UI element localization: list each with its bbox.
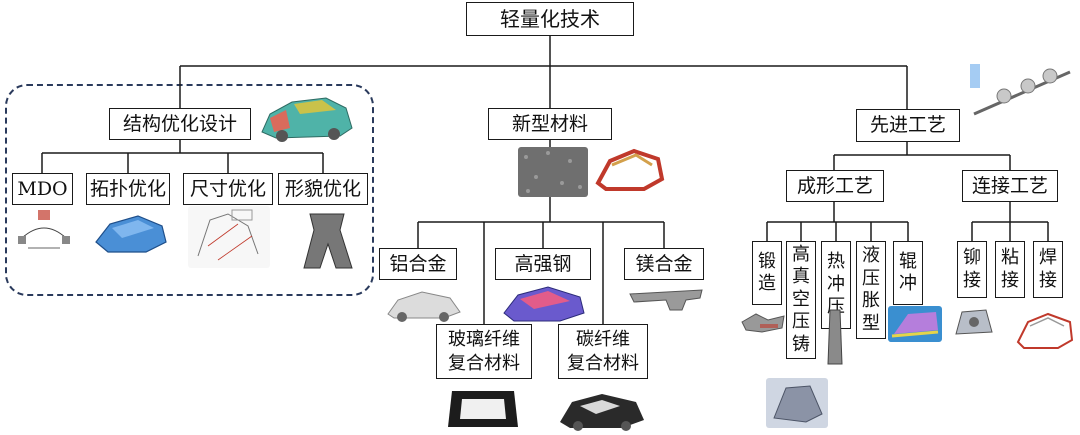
welding-car-image <box>1016 312 1074 349</box>
welding-node: 焊 接 <box>1033 241 1063 298</box>
hss-node: 高强钢 <box>495 248 591 280</box>
cfrp-node: 碳纤维 复合材料 <box>558 324 648 379</box>
bonding-node: 粘 接 <box>995 241 1025 298</box>
forging-node: 锻 造 <box>752 241 782 305</box>
joining-node: 连接工艺 <box>962 170 1058 202</box>
size-node: 尺寸优化 <box>183 173 273 205</box>
topology-car-image <box>95 215 167 253</box>
hss-body-image <box>503 286 585 322</box>
hpvd-node: 高 真 空 压 铸 <box>786 241 816 359</box>
cfrp-body-image <box>560 394 644 431</box>
topology-node: 拓扑优化 <box>86 173 170 205</box>
structure-group-outline <box>5 84 374 296</box>
gfrp-node: 玻璃纤维 复合材料 <box>436 324 532 379</box>
roller-process-image <box>970 64 1071 116</box>
gfrp-part-image <box>448 391 518 427</box>
hydroforming-node: 液 压 胀 型 <box>856 241 886 339</box>
hot-stamping-part-image <box>827 309 843 365</box>
root-node: 轻量化技术 <box>466 2 634 36</box>
mdo-node: MDO <box>12 173 73 205</box>
structure-node: 结构优化设计 <box>109 108 251 140</box>
hydroforming-part-image <box>888 306 942 342</box>
size-drawing-image <box>188 206 270 268</box>
magnesium-part-image <box>629 289 703 311</box>
material-texture-image <box>518 147 588 197</box>
car-body-fea-image <box>261 97 353 142</box>
red-frame-image <box>595 148 665 191</box>
riveting-node: 铆 接 <box>957 241 987 298</box>
hpvd-casting-image <box>766 378 828 428</box>
riveting-part-image <box>955 309 993 335</box>
shape-node: 形貌优化 <box>278 173 368 205</box>
forging-part-image <box>741 313 785 333</box>
forming-node: 成形工艺 <box>786 170 884 202</box>
process-node: 先进工艺 <box>856 109 960 142</box>
magnesium-node: 镁合金 <box>624 248 704 280</box>
materials-node: 新型材料 <box>488 108 612 140</box>
roll-stamping-node: 辊 冲 <box>893 241 923 305</box>
aluminum-car-image <box>387 291 461 322</box>
mdo-diagram-image <box>18 210 70 249</box>
aluminum-node: 铝合金 <box>379 248 457 280</box>
shape-part-image <box>303 213 353 269</box>
